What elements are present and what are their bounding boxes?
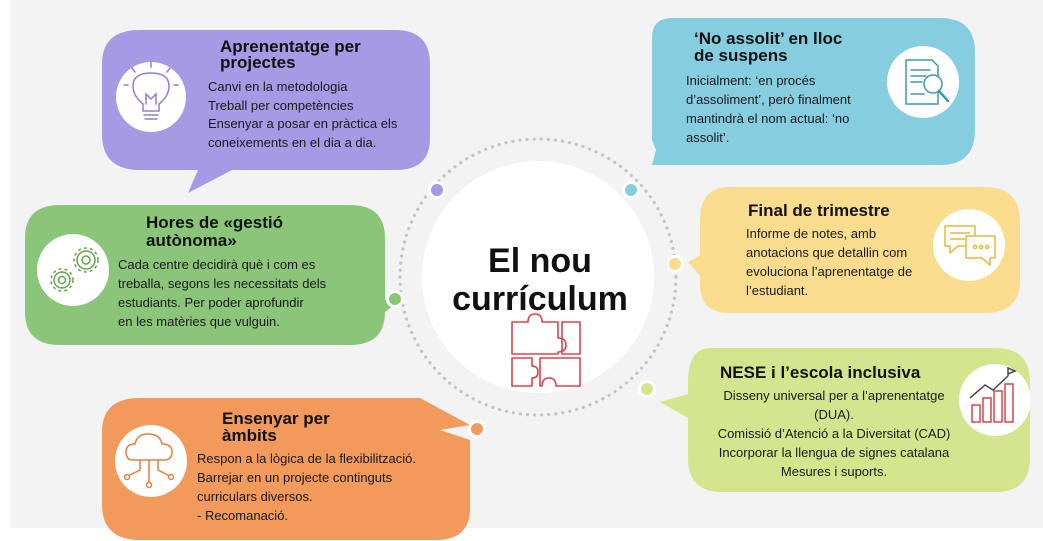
ring-dot-lime	[641, 383, 653, 395]
bubble-hores-shape	[25, 205, 400, 345]
hores-line: en les matèries que vulguin.	[118, 314, 280, 329]
no-assolit-title-line2: de suspens	[694, 46, 788, 65]
ambits-line: Respon a la lògica de la flexibilització…	[197, 451, 416, 466]
projects-line: Treball per competències	[208, 98, 354, 113]
chat-bubbles-icon	[944, 225, 996, 266]
projects-title-line1: Aprenentatge per	[220, 37, 361, 56]
hores-title-line2: autònoma»	[146, 231, 237, 250]
trimestre-line: evoluciona l’aprenentatge de	[746, 264, 913, 279]
bubble-nese-shape	[660, 348, 1030, 492]
projects-line: coneixements en el dia a dia.	[208, 135, 377, 150]
trimestre-line: l’estudiant.	[746, 283, 809, 298]
nese-title: NESE i l’escola inclusiva	[720, 363, 921, 382]
no-assolit-title-line1: ‘No assolit’ en lloc	[694, 29, 843, 48]
hores-line: estudiants. Per poder aprofundir	[118, 295, 304, 310]
bubble-no-assolit-shape	[652, 18, 975, 165]
projects-line: Canvi en la metodologia	[208, 79, 348, 94]
gears-icon	[50, 247, 99, 292]
lightbulb-icon	[123, 61, 179, 120]
icon-circle-hores	[37, 234, 109, 306]
document-search-icon	[905, 59, 950, 105]
bubble-ambits-shape	[102, 398, 470, 540]
center-title-line2: currículum	[452, 280, 628, 318]
ambits-line: Barrejar en un projecte continguts	[197, 470, 393, 485]
center-circle	[422, 161, 654, 393]
trimestre-line: anotacions que detallin com	[746, 245, 908, 260]
projects-title-line2: projectes	[220, 53, 296, 72]
ambits-title-line1: Ensenyar per	[222, 409, 330, 428]
ring-dots	[386, 181, 684, 438]
ring-dot-purple	[431, 184, 443, 196]
trimestre-title: Final de trimestre	[748, 201, 890, 220]
icon-circle-nese	[959, 364, 1031, 436]
no-assolit-line: assolit’.	[686, 130, 730, 145]
no-assolit-line: Inicialment: ‘en procés	[686, 73, 816, 88]
icon-circle-projects	[116, 62, 186, 132]
cloud-network-icon	[123, 433, 175, 489]
icon-circle-no-assolit	[887, 46, 959, 118]
nese-line: (DUA).	[814, 407, 854, 422]
no-assolit-line: mantindrà el nom actual: ‘no	[686, 111, 850, 126]
no-assolit-line: d’assoliment’, però finalment	[686, 92, 851, 107]
nese-line: Mesures i suports.	[780, 464, 888, 479]
bubble-projects-shape	[102, 30, 430, 193]
left-margin	[0, 0, 10, 541]
ring-dot-blue	[625, 184, 637, 196]
hores-line: Cada centre decidirà què i com es	[118, 257, 316, 272]
ambits-line: - Recomanació.	[197, 508, 289, 523]
center-title-line1: El nou	[488, 242, 592, 280]
ambits-title-line2: àmbits	[222, 426, 277, 445]
bubble-trimestre-shape	[688, 187, 1020, 313]
ring-dot-green	[389, 293, 401, 305]
puzzle-icon	[511, 313, 581, 387]
ring-dot-yellow	[669, 258, 681, 270]
nese-line: Comissió d’Atenció a la Diversitat (CAD)	[717, 426, 951, 441]
ring-dot-orange	[471, 423, 483, 435]
ambits-line: curriculars diversos.	[197, 489, 313, 504]
nese-line: Incorporar la llengua de signes catalana	[718, 445, 950, 460]
growth-chart-icon	[969, 366, 1017, 423]
trimestre-line: Informe de notes, amb	[746, 226, 877, 241]
nese-line: Disseny universal per a l’aprenentatge	[723, 388, 945, 403]
projects-line: Ensenyar a posar en pràctica els	[208, 116, 398, 131]
dotted-ring	[398, 137, 678, 417]
hores-line: treballa, segons les necessitats dels	[118, 276, 327, 291]
hores-title-line1: Hores de «gestió	[146, 213, 283, 232]
